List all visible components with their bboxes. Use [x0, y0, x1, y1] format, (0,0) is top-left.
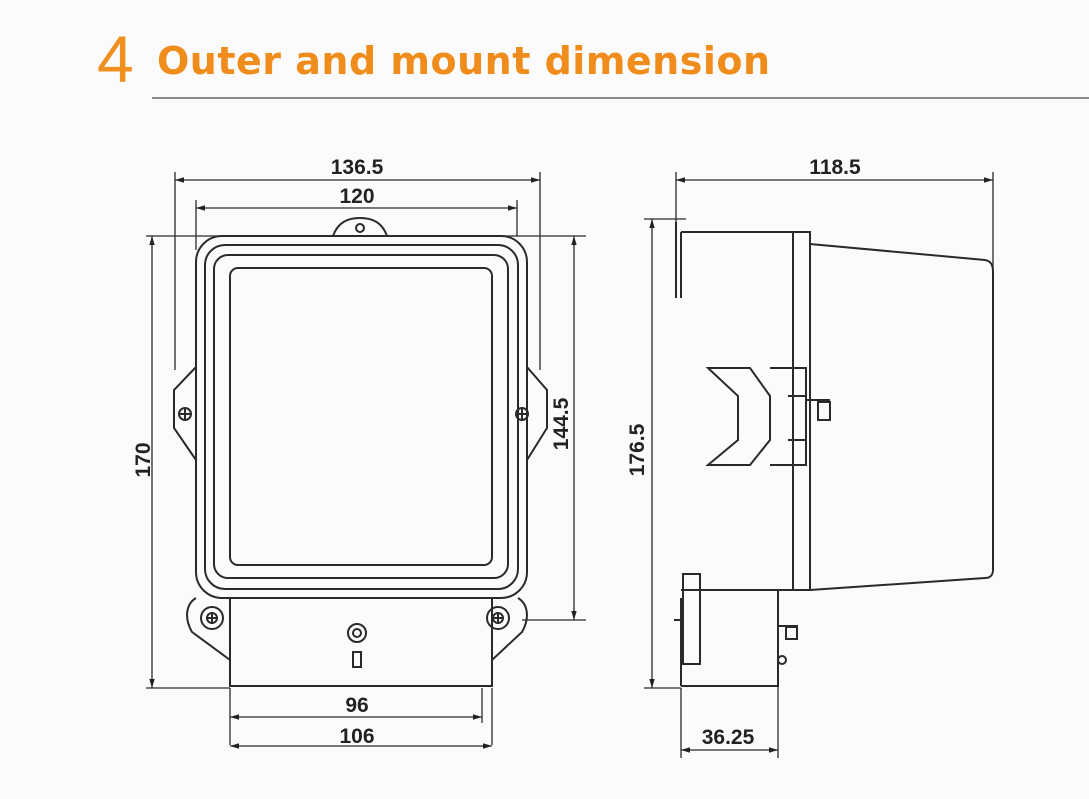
housing-rim [204, 244, 519, 590]
left-mount-ear [173, 366, 197, 461]
right-ear-screw-icon [515, 407, 529, 421]
section-title: Outer and mount dimension [157, 39, 771, 83]
side-cover [809, 243, 994, 591]
dim-overall-height-label: 170 [132, 442, 155, 477]
dim-base-depth-label: 36.25 [702, 726, 755, 749]
right-mount-ear [526, 366, 548, 461]
hanging-hole [355, 223, 365, 233]
section-header: 4 Outer and mount dimension [0, 0, 1089, 110]
front-view [173, 216, 548, 687]
cover-flange [793, 231, 811, 591]
front-dimension-lines [146, 172, 586, 749]
dim-mount-height-label: 144.5 [550, 397, 573, 450]
cover-frame [213, 254, 509, 579]
terminal-block [186, 597, 528, 687]
bottom-left-screw-icon [200, 606, 224, 630]
seal-screw-icon [347, 623, 367, 668]
dim-side-height-label: 176.5 [626, 423, 649, 476]
hanging-tab [332, 216, 388, 237]
cover-window [229, 267, 493, 566]
dim-mount-width-label: 120 [339, 185, 374, 208]
side-view [674, 222, 994, 687]
dim-bottom-inner-width-label: 96 [345, 694, 368, 717]
side-clamp [705, 367, 771, 466]
section-number: 4 [97, 22, 134, 96]
housing-outer [195, 235, 528, 599]
title-underline [152, 97, 1089, 99]
bottom-right-screw-icon [486, 606, 510, 630]
side-dimension-lines [644, 172, 994, 758]
dim-overall-width-label: 136.5 [331, 156, 384, 179]
side-terminal [682, 573, 701, 665]
dim-depth-label: 118.5 [809, 156, 861, 179]
dim-bottom-outer-width-label: 106 [339, 725, 374, 748]
left-ear-screw-icon [178, 407, 192, 421]
